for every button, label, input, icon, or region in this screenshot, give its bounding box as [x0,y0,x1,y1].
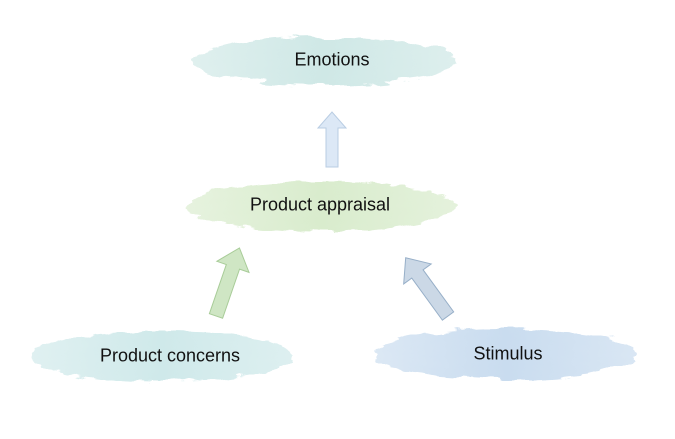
arrow-body [316,111,348,168]
node-product-concerns-shape [32,331,292,381]
node-emotions-shape [192,37,456,85]
arrow-body [208,247,250,319]
arrow-body [403,257,455,321]
arrow-appraisal-to-emotions [316,111,348,168]
node-product-appraisal-shape [188,181,456,231]
arrow-concerns-to-appraisal [208,247,250,319]
node-stimulus-shape [374,329,636,379]
arrow-stimulus-to-appraisal [403,257,455,321]
